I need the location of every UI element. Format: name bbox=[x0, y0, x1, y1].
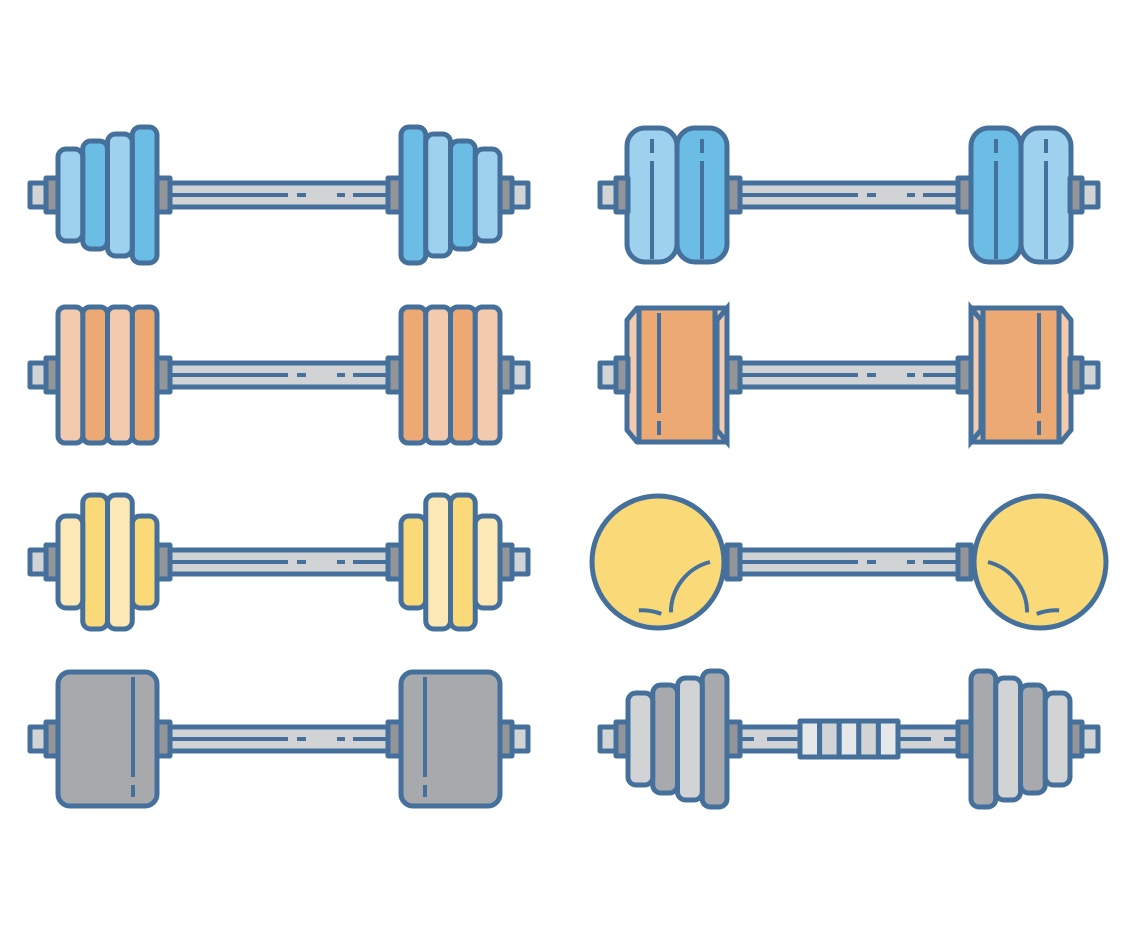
weight-plate bbox=[423, 304, 453, 446]
inner-collar bbox=[955, 542, 974, 582]
weight-plate bbox=[105, 492, 135, 632]
weight-plate bbox=[398, 124, 429, 266]
hex-plate-edge bbox=[714, 301, 730, 449]
end-cap bbox=[27, 724, 49, 754]
right-weights bbox=[955, 668, 1101, 810]
ball-highlight-dash bbox=[1035, 608, 1060, 616]
weight-plate bbox=[129, 304, 160, 446]
yellow-ball-weights-barbell bbox=[589, 493, 1109, 631]
left-weights bbox=[27, 492, 173, 632]
weight-plate bbox=[1042, 690, 1073, 788]
end-cap bbox=[1079, 360, 1101, 390]
grey-block-plates-barbell bbox=[27, 669, 531, 809]
weight-plate bbox=[55, 146, 86, 244]
weight-plate bbox=[472, 304, 503, 446]
right-weights bbox=[385, 124, 531, 266]
left-weights bbox=[589, 493, 743, 631]
hex-plate-edge bbox=[968, 301, 984, 449]
end-cap bbox=[597, 180, 619, 210]
weight-plate bbox=[80, 138, 110, 252]
weight-plate bbox=[80, 492, 110, 632]
right-weights bbox=[385, 304, 531, 446]
weight-plate bbox=[398, 513, 429, 611]
left-weights bbox=[27, 124, 173, 266]
weight-plate bbox=[55, 304, 86, 446]
ball-highlight-dash bbox=[638, 608, 663, 616]
right-weights bbox=[955, 493, 1109, 631]
hex-plate-face bbox=[636, 305, 718, 445]
end-cap bbox=[597, 724, 619, 754]
grip-segment bbox=[797, 718, 823, 760]
right-weights bbox=[385, 492, 531, 632]
end-cap bbox=[1079, 724, 1101, 754]
end-cap bbox=[1079, 180, 1101, 210]
ball-weight bbox=[971, 493, 1109, 631]
weight-plate bbox=[398, 304, 429, 446]
orange-equal-plates-barbell bbox=[27, 304, 531, 446]
weight-plate bbox=[129, 124, 160, 266]
weight-plate bbox=[968, 668, 999, 810]
grey-stepped-plates-grip-barbell bbox=[597, 668, 1101, 810]
end-cap bbox=[27, 547, 49, 577]
weight-block bbox=[55, 669, 160, 809]
weight-plate bbox=[699, 668, 730, 810]
weight-plate bbox=[423, 131, 453, 259]
end-cap bbox=[509, 180, 531, 210]
left-weights bbox=[597, 668, 743, 810]
weight-plate bbox=[105, 131, 135, 259]
grip-segment bbox=[875, 718, 901, 760]
right-weights bbox=[955, 301, 1101, 449]
weight-plate bbox=[448, 304, 478, 446]
end-cap bbox=[597, 360, 619, 390]
weight-plate bbox=[105, 304, 135, 446]
weight-plate bbox=[472, 513, 503, 611]
blue-stepped-plates-barbell bbox=[27, 124, 531, 266]
grip-segment bbox=[856, 718, 881, 760]
weight-plate bbox=[448, 138, 478, 252]
weight-plate bbox=[423, 492, 453, 632]
left-weights bbox=[597, 125, 743, 265]
right-weights bbox=[385, 669, 531, 809]
blue-bumper-plates-barbell bbox=[597, 125, 1101, 265]
weight-plate bbox=[625, 690, 656, 788]
end-cap bbox=[27, 180, 49, 210]
ball-highlight-arc bbox=[987, 560, 1030, 613]
end-cap bbox=[509, 724, 531, 754]
inner-collar bbox=[724, 542, 743, 582]
weight-block bbox=[398, 669, 503, 809]
weight-plate bbox=[448, 492, 478, 632]
ball-highlight-arc bbox=[668, 560, 711, 613]
hex-plate-face bbox=[980, 305, 1062, 445]
weight-plate bbox=[129, 513, 160, 611]
right-weights bbox=[955, 125, 1101, 265]
weight-plate bbox=[1018, 682, 1048, 796]
end-cap bbox=[27, 360, 49, 390]
left-weights bbox=[597, 301, 743, 449]
weight-plate bbox=[650, 682, 680, 796]
left-weights bbox=[27, 669, 173, 809]
weight-plate bbox=[993, 675, 1023, 803]
weight-plate bbox=[675, 675, 705, 803]
left-weights bbox=[27, 304, 173, 446]
weight-plate bbox=[55, 513, 86, 611]
grip-segment bbox=[836, 718, 862, 760]
end-cap bbox=[509, 360, 531, 390]
ball-weight bbox=[589, 493, 727, 631]
end-cap bbox=[509, 547, 531, 577]
grip-segment bbox=[817, 718, 842, 760]
orange-hex-plates-barbell bbox=[597, 301, 1101, 449]
weight-plate bbox=[472, 146, 503, 244]
yellow-mixed-plates-barbell bbox=[27, 492, 531, 632]
weight-plate bbox=[80, 304, 110, 446]
